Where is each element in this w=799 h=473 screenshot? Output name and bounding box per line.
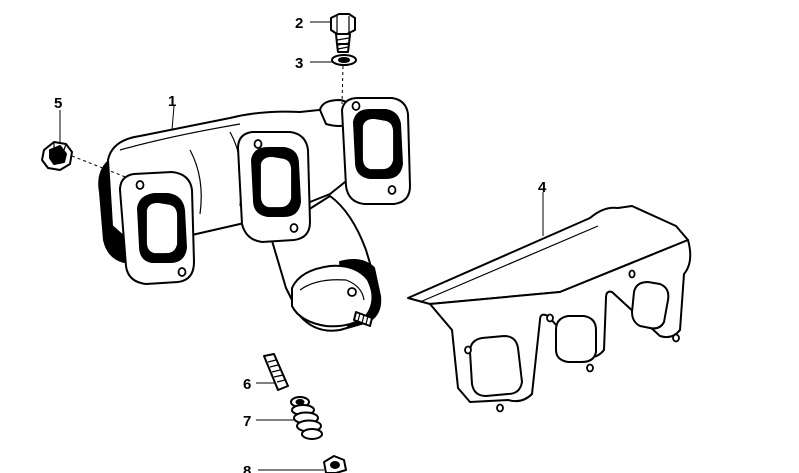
- leader-lines: [59, 21, 544, 471]
- callout-5: 5: [54, 95, 62, 112]
- callout-3: 3: [295, 55, 303, 72]
- hex-nut-part-5[interactable]: [41, 141, 73, 171]
- threaded-sleeve-part-7[interactable]: [290, 396, 323, 440]
- heat-shield-part-4[interactable]: [407, 205, 692, 413]
- callout-8: 8: [243, 463, 251, 473]
- stud-part-6[interactable]: [263, 353, 289, 391]
- washer-part-3[interactable]: [331, 54, 357, 66]
- hex-bolt-part-2[interactable]: [330, 13, 356, 53]
- callout-6: 6: [243, 376, 251, 393]
- callout-4: 4: [538, 179, 547, 196]
- callout-7: 7: [243, 413, 251, 430]
- assembly-axis-bolt: [341, 65, 344, 105]
- assembly-axis-nut: [71, 155, 129, 179]
- callout-2: 2: [295, 15, 303, 32]
- exhaust-manifold-part-1[interactable]: [98, 97, 411, 332]
- callout-1: 1: [168, 93, 176, 110]
- nut-part-8[interactable]: [323, 455, 347, 473]
- callout-labels: 1 2 3 4 5 6 7 8: [54, 15, 547, 473]
